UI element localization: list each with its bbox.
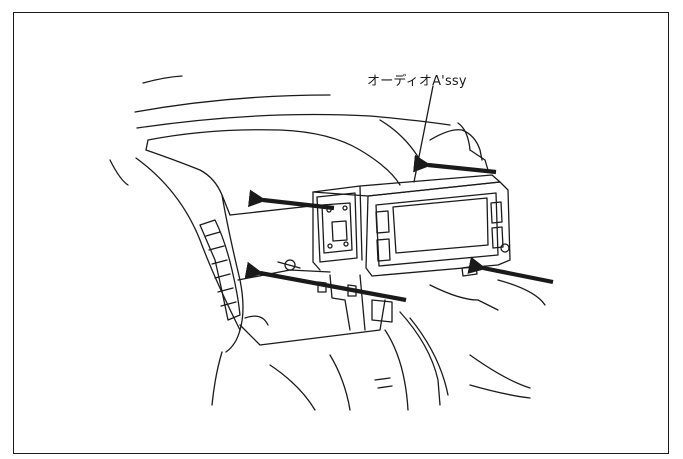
audio-unit <box>312 174 511 277</box>
arrow-left-icon <box>247 189 335 211</box>
lower-console <box>211 279 546 411</box>
figure-frame <box>13 12 669 454</box>
callout-leader-line <box>413 85 434 183</box>
arrow-left-icon <box>244 261 407 303</box>
arrow-left-icon <box>467 256 554 285</box>
right-trim <box>429 129 489 171</box>
removal-arrows <box>244 154 554 303</box>
air-vent <box>199 219 241 321</box>
left-dash-panel <box>109 157 241 331</box>
audio-assy-callout-label: オーディオA'ssy <box>367 74 467 89</box>
arrow-left-icon <box>413 154 497 175</box>
dashboard-shroud <box>145 129 401 353</box>
dashboard-background-lines <box>134 75 471 161</box>
